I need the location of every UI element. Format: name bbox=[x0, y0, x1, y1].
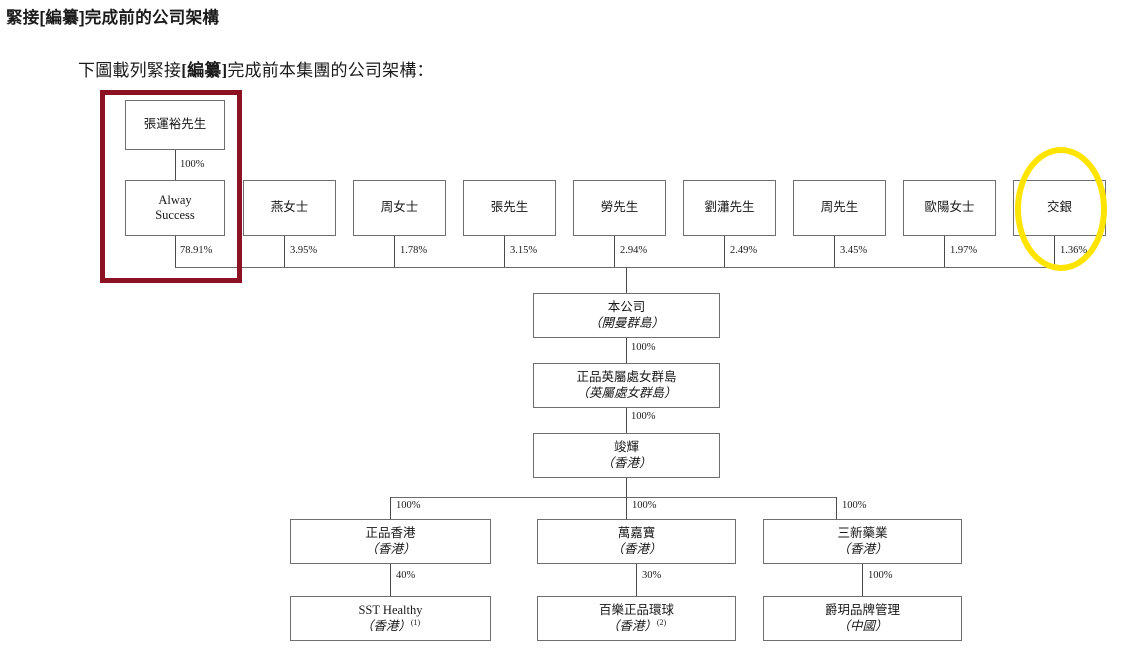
pct-junhui-to-wanjiabao: 100% bbox=[632, 500, 657, 511]
node-label: 劉瀟先生 bbox=[704, 200, 755, 215]
pct-company-to-bvi: 100% bbox=[631, 342, 656, 353]
node-junhui: 竣輝 （香港） bbox=[533, 433, 720, 478]
node-label: 三新藥業 bbox=[837, 526, 888, 541]
pct-junhui-to-zhengpinhk: 100% bbox=[396, 500, 421, 511]
node-sst-healthy: SST Healthy （香港）(1) bbox=[290, 596, 491, 641]
edge-junhui-drop bbox=[626, 478, 627, 497]
node-zhang-yunyu: 張運裕先生 bbox=[125, 100, 225, 150]
node-label: 交銀 bbox=[1046, 200, 1072, 215]
node-location: （香港） bbox=[601, 455, 652, 470]
node-baile: 百樂正品環球 （香港）(2) bbox=[537, 596, 736, 641]
node-zhou-mr: 周先生 bbox=[793, 180, 886, 236]
node-lao: 勞先生 bbox=[573, 180, 666, 236]
node-zhang-mr: 張先生 bbox=[463, 180, 556, 236]
node-ouyang: 歐陽女士 bbox=[903, 180, 996, 236]
edge-zhang-to-alway bbox=[175, 150, 176, 180]
node-label: 正品香港 bbox=[365, 526, 416, 541]
subtitle-bold: [編纂] bbox=[181, 61, 228, 80]
node-location-text: （香港） bbox=[360, 619, 411, 634]
node-location: （開曼群島） bbox=[588, 315, 664, 330]
node-zhengpin-hk: 正品香港 （香港） bbox=[290, 519, 491, 564]
edge-wanjiabao-to-baile bbox=[636, 564, 637, 596]
edge-zhang-mr-drop bbox=[504, 236, 505, 267]
edge-ouyang-drop bbox=[944, 236, 945, 267]
node-label: 周女士 bbox=[380, 200, 419, 215]
node-label: 爵玥品牌管理 bbox=[824, 603, 900, 618]
node-location: （中國） bbox=[837, 618, 888, 633]
node-location: （香港）(2) bbox=[607, 618, 666, 634]
node-location: （香港）(1) bbox=[361, 618, 420, 634]
node-location: （英屬處女群島） bbox=[576, 385, 677, 400]
node-jiaoyin: 交銀 bbox=[1013, 180, 1106, 236]
pct-lao: 2.94% bbox=[620, 245, 648, 256]
edge-sanxin-to-jueyue bbox=[862, 564, 863, 596]
pct-junhui-to-sanxin: 100% bbox=[842, 500, 867, 511]
node-label: SST Healthy bbox=[358, 602, 423, 617]
pct-ouyang: 1.97% bbox=[950, 245, 978, 256]
node-yan: 燕女士 bbox=[243, 180, 336, 236]
edge-yan-drop bbox=[284, 236, 285, 267]
node-zhou-female: 周女士 bbox=[353, 180, 446, 236]
node-label: 勞先生 bbox=[600, 200, 639, 215]
node-location: （香港） bbox=[611, 541, 662, 556]
node-label: 周先生 bbox=[820, 200, 859, 215]
edge-bus-to-sanxin bbox=[836, 497, 837, 519]
pct-wanjiabao-to-baile: 30% bbox=[642, 570, 662, 581]
pct-alway: 78.91% bbox=[180, 245, 213, 256]
node-zhengpin-bvi: 正品英屬處女群島 （英屬處女群島） bbox=[533, 363, 720, 408]
edge-alway-drop bbox=[175, 236, 176, 267]
node-location: （香港） bbox=[837, 541, 888, 556]
pct-jiaoyin: 1.36% bbox=[1060, 245, 1088, 256]
node-label: 燕女士 bbox=[270, 200, 309, 215]
edge-zhou-mr-drop bbox=[834, 236, 835, 267]
pct-zhang-to-alway: 100% bbox=[180, 159, 205, 170]
subtitle-post: 完成前本集團的公司架構： bbox=[227, 61, 434, 80]
page-title: 緊接[編纂]完成前的公司架構 bbox=[6, 9, 220, 27]
pct-zhou-female: 1.78% bbox=[400, 245, 428, 256]
subsidiary-bus-line bbox=[390, 497, 837, 498]
node-sanxin: 三新藥業 （香港） bbox=[763, 519, 962, 564]
footnote-marker: (1) bbox=[410, 617, 421, 627]
node-alway-success: Alway Success bbox=[125, 180, 225, 236]
edge-bus-to-company bbox=[626, 267, 627, 293]
node-label: 竣輝 bbox=[613, 440, 639, 455]
edge-liu-drop bbox=[724, 236, 725, 267]
node-company: 本公司 （開曼群島） bbox=[533, 293, 720, 338]
pct-bvi-to-junhui: 100% bbox=[631, 411, 656, 422]
footnote-marker: (2) bbox=[656, 617, 667, 627]
edge-zhou-female-drop bbox=[394, 236, 395, 267]
pct-liu: 2.49% bbox=[730, 245, 758, 256]
pct-zhengpinhk-to-sst: 40% bbox=[396, 570, 416, 581]
edge-lao-drop bbox=[614, 236, 615, 267]
shareholder-bus-line bbox=[175, 267, 1055, 268]
edge-company-to-bvi bbox=[626, 338, 627, 363]
pct-sanxin-to-jueyue: 100% bbox=[868, 570, 893, 581]
page-subtitle: 下圖載列緊接[編纂]完成前本集團的公司架構： bbox=[78, 56, 434, 81]
node-label: 萬嘉寶 bbox=[617, 526, 656, 541]
node-label: 張運裕先生 bbox=[143, 117, 207, 132]
pct-yan: 3.95% bbox=[290, 245, 318, 256]
subtitle-pre: 下圖載列緊接 bbox=[78, 61, 182, 80]
edge-bvi-to-junhui bbox=[626, 408, 627, 433]
node-jueyue: 爵玥品牌管理 （中國） bbox=[763, 596, 962, 641]
node-label: 歐陽女士 bbox=[924, 200, 975, 215]
node-label-line1: Alway bbox=[158, 192, 192, 207]
pct-zhang-mr: 3.15% bbox=[510, 245, 538, 256]
edge-zhengpinhk-to-sst bbox=[390, 564, 391, 596]
node-liu: 劉瀟先生 bbox=[683, 180, 776, 236]
edge-bus-to-zhengpin-hk bbox=[390, 497, 391, 519]
node-label-line2: Success bbox=[155, 208, 195, 222]
node-wanjiabao: 萬嘉寶 （香港） bbox=[537, 519, 736, 564]
node-label: 本公司 bbox=[607, 300, 646, 315]
node-location: （香港） bbox=[365, 541, 416, 556]
node-label: 張先生 bbox=[490, 200, 529, 215]
node-label: 百樂正品環球 bbox=[598, 602, 674, 617]
pct-zhou-mr: 3.45% bbox=[840, 245, 868, 256]
edge-bus-to-wanjiabao bbox=[626, 497, 627, 519]
node-location-text: （香港） bbox=[606, 619, 657, 634]
node-label: 正品英屬處女群島 bbox=[576, 370, 677, 385]
edge-jiaoyin-drop bbox=[1054, 236, 1055, 267]
